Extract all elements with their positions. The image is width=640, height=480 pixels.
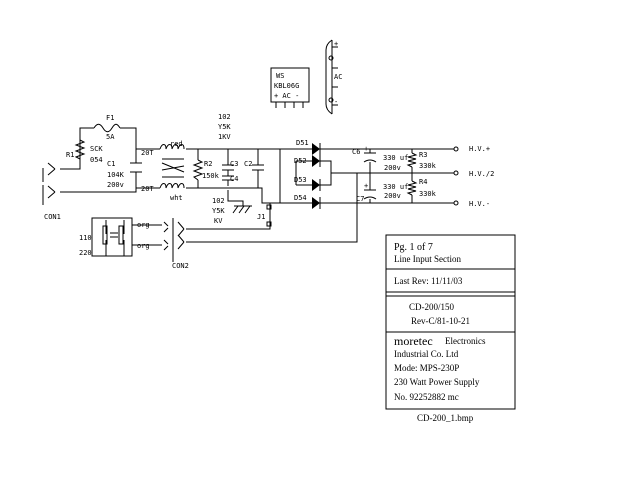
choke-wire-wht: wht xyxy=(170,194,183,202)
capacitor-c4: C4 102 Y5K KV xyxy=(212,175,238,225)
output-terminals: H.V.+ H.V./2 H.V.- xyxy=(453,145,494,208)
title-company-rest: Electronics xyxy=(445,336,486,346)
title-company-name: moretec xyxy=(394,334,433,348)
c6-plus: + xyxy=(364,145,368,153)
f1-ref: F1 xyxy=(106,114,114,122)
con1-label: CON1 xyxy=(44,213,61,221)
selector-org-b: org xyxy=(137,242,150,250)
title-page: Pg. 1 of 7 xyxy=(394,242,433,253)
diode-d53: D53 xyxy=(294,176,321,191)
bridge-side-minus: - xyxy=(334,98,338,106)
c4-type: Y5K xyxy=(212,207,225,215)
title-revision: Rev-C/81-10-21 xyxy=(411,316,470,326)
connector-con1: CON1 xyxy=(42,162,61,221)
output-hv-minus: H.V.- xyxy=(469,200,490,208)
c6-voltage: 200v xyxy=(384,164,401,172)
c3-voltage: 1KV xyxy=(218,133,231,141)
title-description: 230 Watt Power Supply xyxy=(394,377,480,387)
choke: 20T 20T red wht xyxy=(141,140,185,202)
title-section: Line Input Section xyxy=(394,254,461,264)
c7-voltage: 200v xyxy=(384,192,401,200)
voltage-selector: 110 220 org org xyxy=(79,217,150,257)
c4-code: 102 xyxy=(212,197,225,205)
diode-d54: D54 xyxy=(294,194,321,209)
capacitor-c6: + C6 330 uf 200v xyxy=(352,145,408,172)
bridge-side-plus: + xyxy=(334,40,338,48)
r4-ref: R4 xyxy=(419,178,427,186)
c3-code: 102 xyxy=(218,113,231,121)
choke-turns-bottom: 20T xyxy=(141,185,154,193)
wiring xyxy=(60,127,454,256)
d53-ref: D53 xyxy=(294,176,307,184)
filename-caption: CD-200_1.bmp xyxy=(417,413,474,423)
r3-value: 330k xyxy=(419,162,437,170)
bridge-side-view: + AC - xyxy=(325,39,342,115)
c3-ref: C3 xyxy=(230,160,238,168)
diode-d52: D52 xyxy=(294,155,321,167)
c4-voltage: KV xyxy=(214,217,223,225)
con2-label: CON2 xyxy=(172,262,189,270)
output-hv-plus: H.V.+ xyxy=(469,145,490,153)
capacitor-c2: C2 xyxy=(244,160,264,171)
c1-value: 104K xyxy=(107,171,125,179)
r3-ref: R3 xyxy=(419,151,427,159)
d54-ref: D54 xyxy=(294,194,307,202)
choke-wire-red: red xyxy=(170,140,183,148)
selector-110: 110 xyxy=(79,234,92,242)
r2-value: 150k xyxy=(202,172,220,180)
title-company-line2: Industrial Co. Ltd xyxy=(394,349,459,359)
d52-ref: D52 xyxy=(294,157,307,165)
capacitor-c1: C1 104K 200v xyxy=(107,160,142,189)
resistor-r4: R4 330k xyxy=(406,178,437,198)
c6-value: 330 uf xyxy=(383,154,408,162)
title-number: No. 92252882 mc xyxy=(394,392,459,402)
d51-ref: D51 xyxy=(296,139,309,147)
bridge-line1: WS xyxy=(276,72,284,80)
thermistor-r1: R1 SCK 054 xyxy=(66,139,103,164)
title-last-rev: Last Rev: 11/11/03 xyxy=(394,276,463,286)
title-model: CD-200/150 xyxy=(409,302,455,312)
c1-ref: C1 xyxy=(107,160,115,168)
r2-ref: R2 xyxy=(204,160,212,168)
ground-symbol xyxy=(232,205,252,214)
capacitor-c7: + C7 330 uf 200v xyxy=(356,182,408,203)
bridge-line3: + AC - xyxy=(274,92,299,100)
selector-org-a: org xyxy=(137,221,150,229)
f1-rating: 5A xyxy=(106,133,115,141)
j1-ref: J1 xyxy=(257,213,265,221)
r4-value: 330k xyxy=(419,190,437,198)
connector-con2: CON2 xyxy=(163,218,189,270)
output-hv-half: H.V./2 xyxy=(469,170,494,178)
r1-line2: 054 xyxy=(90,156,103,164)
c4-ref: C4 xyxy=(230,175,238,183)
c7-ref: C7 xyxy=(356,195,364,203)
title-block: Pg. 1 of 7 Line Input Section Last Rev: … xyxy=(385,234,516,410)
c7-plus: + xyxy=(364,182,368,190)
title-mode: Mode: MPS-230P xyxy=(394,363,459,373)
bridge-line2: KBL06G xyxy=(274,82,299,90)
jumper-j1: J1 xyxy=(257,204,272,227)
r1-line1: SCK xyxy=(90,145,103,153)
capacitor-c3: C3 102 Y5K 1KV xyxy=(218,113,238,171)
c7-value: 330 uf xyxy=(383,183,408,191)
bridge-package: WS KBL06G + AC - xyxy=(270,67,310,108)
resistor-r3: R3 330k xyxy=(406,151,437,170)
fuse-f1: F1 5A xyxy=(93,114,121,141)
bridge-side-ac: AC xyxy=(334,73,342,81)
c1-voltage: 200v xyxy=(107,181,124,189)
c3-type: Y5K xyxy=(218,123,231,131)
resistor-r2: R2 150k xyxy=(192,159,220,181)
choke-turns-top: 20T xyxy=(141,149,154,157)
diode-d51: D51 xyxy=(296,139,321,155)
c6-ref: C6 xyxy=(352,148,360,156)
c2-ref: C2 xyxy=(244,160,252,168)
selector-220: 220 xyxy=(79,249,92,257)
r1-ref: R1 xyxy=(66,151,74,159)
